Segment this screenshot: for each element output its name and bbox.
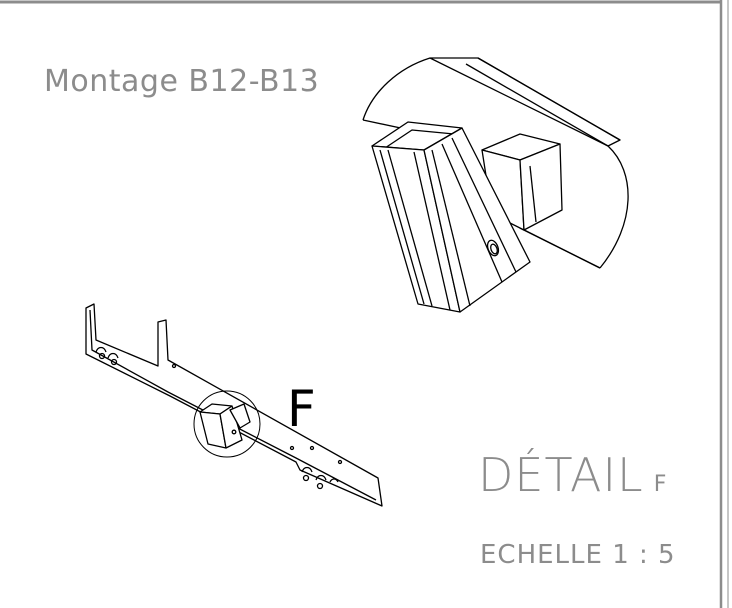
detail-view-f <box>362 57 629 313</box>
overall-part-view <box>85 303 383 507</box>
detail-callout-letter: F <box>287 380 316 438</box>
scale-label: ECHELLE 1 : 5 <box>480 540 676 570</box>
detail-callout-circle <box>193 390 261 458</box>
drawing-title: Montage B12-B13 <box>44 64 320 99</box>
detail-label-block: DÉTAIL F <box>478 448 666 502</box>
detail-label: DÉTAIL <box>478 448 644 502</box>
detail-label-letter: F <box>653 472 667 497</box>
